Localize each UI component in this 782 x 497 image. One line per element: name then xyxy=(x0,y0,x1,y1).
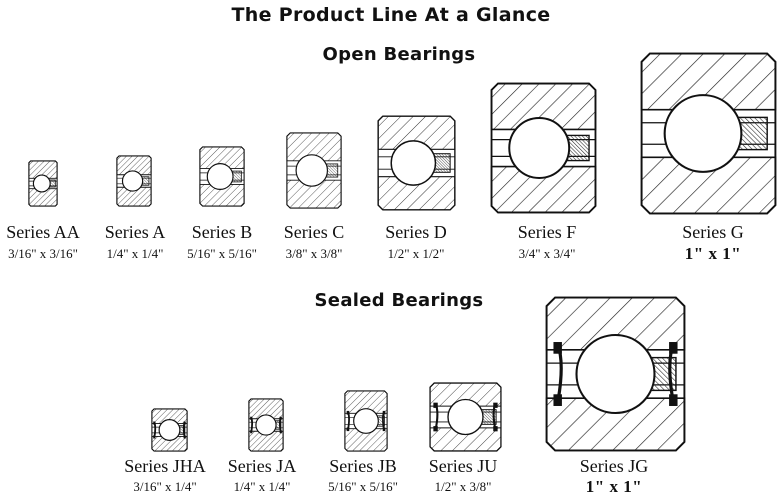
bearing-series-g-drawing xyxy=(640,52,777,215)
bearing-series-d-drawing xyxy=(377,115,456,211)
bearing-series-ju-name: Series JU xyxy=(428,456,498,476)
bearing-series-ju-size: 1/2" x 3/8" xyxy=(434,479,492,494)
bearing-series-jb-size: 5/16" x 5/16" xyxy=(328,479,398,494)
bearing-series-jg-drawing xyxy=(545,296,686,452)
bearing-series-ja-size: 1/4" x 1/4" xyxy=(233,479,291,494)
bearing-series-jb-name: Series JB xyxy=(329,456,397,476)
bearing-series-c-size: 3/8" x 3/8" xyxy=(285,246,343,261)
open-bearings-heading: Open Bearings xyxy=(322,44,476,65)
bearing-series-c-name: Series C xyxy=(283,222,345,242)
bearing-series-ja-name: Series JA xyxy=(227,456,297,476)
bearing-series-ju-drawing xyxy=(429,382,502,452)
bearing-series-f-name: Series F xyxy=(517,222,577,242)
bearing-series-f-drawing xyxy=(490,82,597,214)
bearing-series-g-size: 1" x 1" xyxy=(684,244,742,263)
bearing-series-b-drawing xyxy=(199,146,245,207)
sealed-bearings-heading: Sealed Bearings xyxy=(314,290,484,311)
page-title: The Product Line At a Glance xyxy=(231,4,551,26)
bearing-series-f-size: 3/4" x 3/4" xyxy=(518,246,576,261)
bearing-series-d-size: 1/2" x 1/2" xyxy=(387,246,445,261)
bearing-series-b-name: Series B xyxy=(191,222,253,242)
bearing-series-jg-size: 1" x 1" xyxy=(585,477,643,496)
bearing-series-aa-drawing xyxy=(28,160,58,207)
bearing-series-jha-drawing xyxy=(151,408,188,452)
bearing-series-jb-drawing xyxy=(344,390,388,452)
bearing-series-aa-name: Series AA xyxy=(6,222,80,242)
bearing-series-aa-size: 3/16" x 3/16" xyxy=(8,246,78,261)
bearing-series-d-name: Series D xyxy=(385,222,447,242)
bearing-series-jha-name: Series JHA xyxy=(124,456,206,476)
bearing-series-jg-name: Series JG xyxy=(579,456,649,476)
bearing-series-a-size: 1/4" x 1/4" xyxy=(106,246,164,261)
bearing-series-g-name: Series G xyxy=(682,222,744,242)
bearing-series-a-drawing xyxy=(116,155,152,207)
bearing-series-b-size: 5/16" x 5/16" xyxy=(187,246,257,261)
bearing-series-a-name: Series A xyxy=(104,222,166,242)
bearing-series-ja-drawing xyxy=(248,398,284,452)
bearing-series-jha-size: 3/16" x 1/4" xyxy=(133,479,197,494)
bearing-series-c-drawing xyxy=(286,132,342,209)
